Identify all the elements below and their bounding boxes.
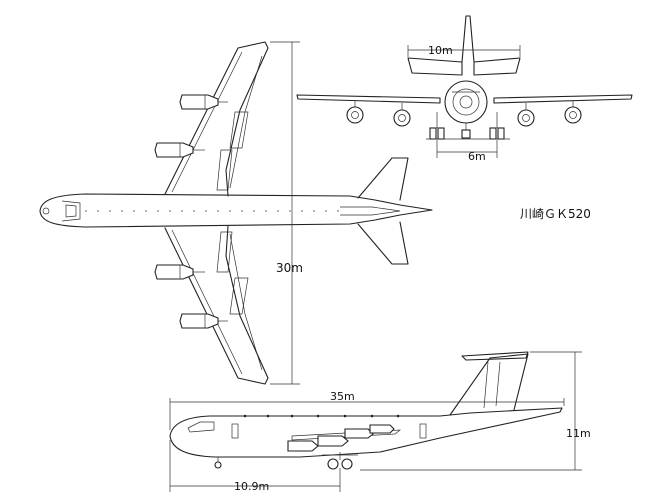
- length-label: 35m: [330, 390, 355, 403]
- gear-track-label: 6m: [468, 150, 486, 163]
- aircraft-top-view-icon: [39, 41, 433, 385]
- gear-track-dimension: [436, 140, 498, 158]
- nose-to-gear-label: 10.9m: [234, 480, 269, 493]
- aircraft-side-view-icon: [169, 351, 563, 470]
- wingspan-dimension: [270, 41, 300, 385]
- nose-to-gear-dimension: [169, 440, 341, 492]
- front-tail-dimension: [407, 45, 521, 57]
- aircraft-front-view-icon: [296, 15, 633, 140]
- drawing-title: 川崎ＧＫ520: [520, 207, 591, 221]
- front-tail-span-label: 10m: [428, 44, 453, 57]
- length-dimension: [169, 398, 565, 430]
- height-label: 11m: [566, 427, 591, 440]
- wingspan-label: 30m: [276, 261, 303, 275]
- height-dimension: [360, 351, 582, 471]
